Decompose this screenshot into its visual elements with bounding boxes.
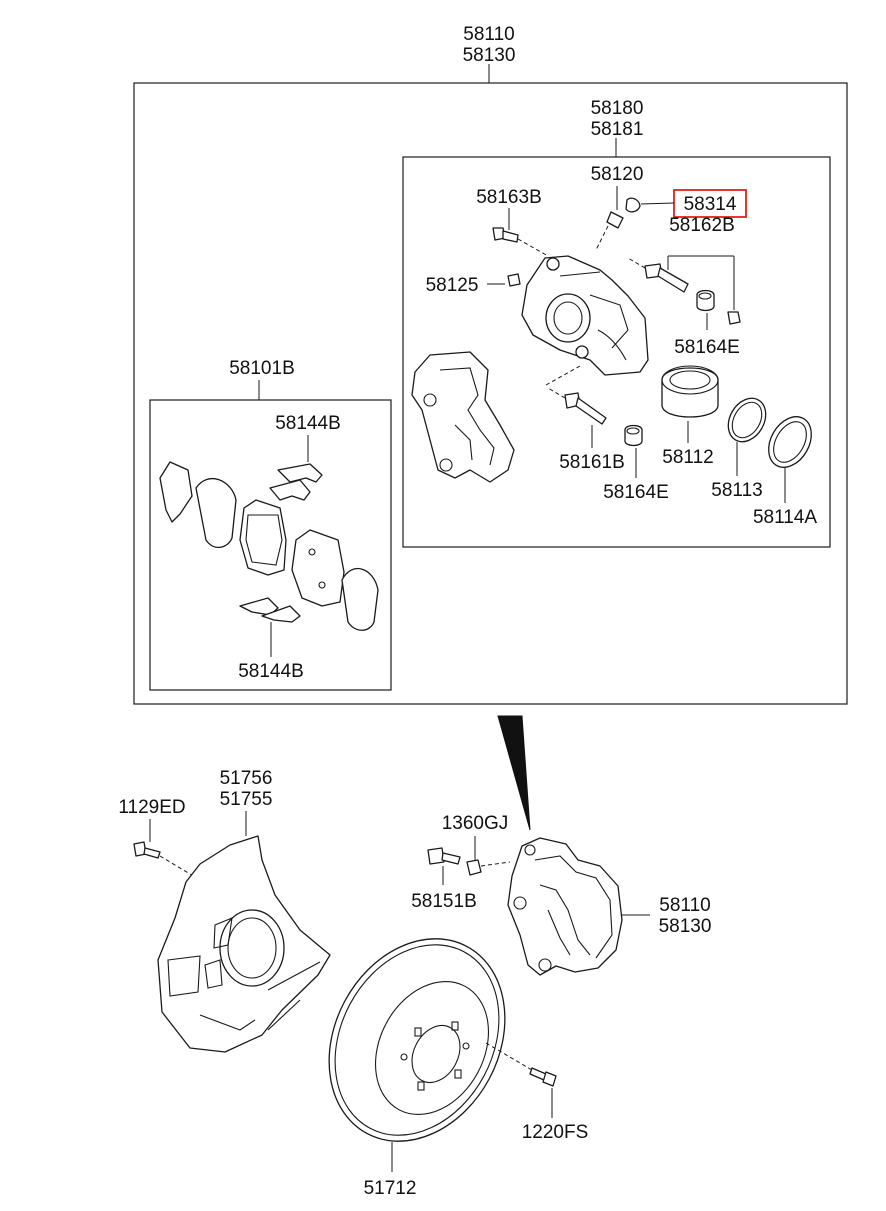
label-58180[interactable]: 58180 [591, 98, 644, 119]
label-caliper-58130[interactable]: 58130 [659, 916, 712, 937]
caliper-body[interactable] [521, 255, 649, 376]
seal-58114a[interactable] [760, 409, 820, 503]
label-1220fs[interactable]: 1220FS [522, 1122, 589, 1143]
label-1360gj[interactable]: 1360GJ [442, 813, 509, 834]
cap-58125[interactable] [487, 273, 521, 287]
label-1129ed[interactable]: 1129ED [118, 797, 185, 818]
bolt-58163b[interactable] [492, 208, 549, 257]
piston-58112[interactable] [661, 365, 719, 443]
brake-disc-51712[interactable] [295, 908, 539, 1172]
label-58101b[interactable]: 58101B [229, 358, 295, 379]
label-caliper-58110[interactable]: 58110 [659, 895, 710, 916]
pointer-wedge [497, 715, 531, 831]
label-assy-58110[interactable]: 58110 [463, 24, 514, 45]
guide-rod-58120[interactable] [595, 186, 624, 251]
label-58164e-b[interactable]: 58164E [603, 482, 669, 503]
label-58314[interactable]: 58314 [684, 194, 737, 215]
pad-kit-frame [149, 399, 392, 691]
label-58164e-a[interactable]: 58164E [674, 337, 740, 358]
label-51756[interactable]: 51756 [220, 768, 273, 789]
assembly-frame [133, 82, 848, 705]
bushing-58164e-lower[interactable] [624, 424, 643, 479]
dust-cover[interactable] [157, 811, 331, 1053]
label-58125[interactable]: 58125 [426, 275, 479, 296]
label-51712[interactable]: 51712 [364, 1178, 417, 1199]
label-58163b[interactable]: 58163B [476, 187, 542, 208]
label-58144b-upper[interactable]: 58144B [275, 413, 341, 434]
label-58181[interactable]: 58181 [591, 119, 644, 140]
bolt-58161b[interactable] [547, 387, 607, 448]
label-58144b-lower[interactable]: 58144B [238, 661, 304, 682]
label-58151b[interactable]: 58151B [411, 891, 477, 912]
bushing-58164e-upper[interactable] [696, 289, 715, 331]
label-58112[interactable]: 58112 [662, 447, 713, 468]
bolt-58151b[interactable] [427, 847, 461, 885]
bolt-58162b[interactable] [627, 255, 741, 325]
caliper-assembly[interactable] [507, 837, 650, 976]
label-58162b[interactable]: 58162B [669, 215, 735, 236]
label-58113[interactable]: 58113 [711, 480, 762, 501]
label-assy-58130[interactable]: 58130 [463, 45, 516, 66]
screw-1220fs[interactable] [485, 1042, 557, 1118]
nut-1360gj[interactable] [466, 836, 511, 876]
boot-58314[interactable] [625, 197, 675, 213]
pad-kit-parts[interactable] [159, 435, 379, 657]
ring-58113[interactable] [721, 392, 773, 476]
label-58161b[interactable]: 58161B [559, 452, 625, 473]
label-58114a[interactable]: 58114A [753, 507, 817, 528]
label-51755[interactable]: 51755 [220, 789, 273, 810]
label-58120[interactable]: 58120 [591, 164, 644, 185]
caliper-bracket[interactable] [411, 351, 515, 483]
bolt-1129ed[interactable] [133, 819, 201, 881]
